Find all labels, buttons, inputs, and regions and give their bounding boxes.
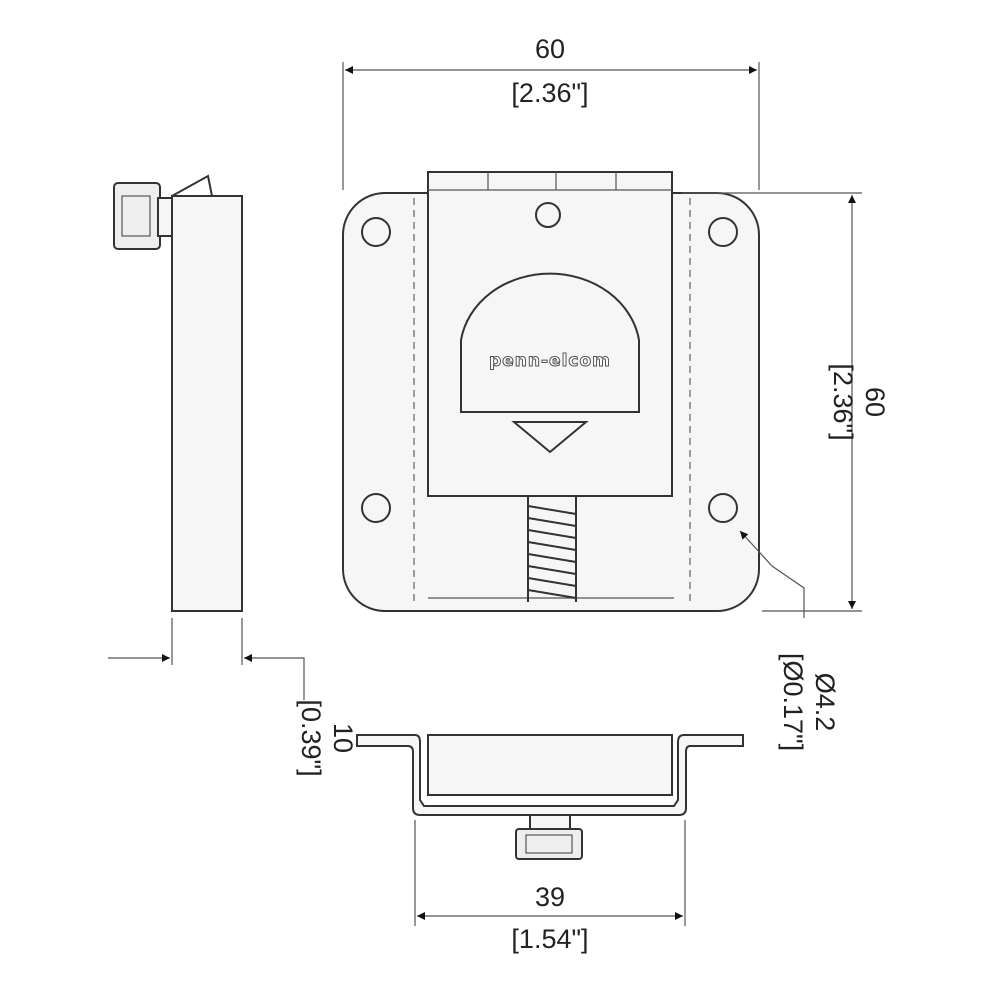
side-latch-tab bbox=[171, 174, 213, 197]
side-thickness-inch: [0.39"] bbox=[296, 699, 326, 776]
logo-text: penn-elcom bbox=[489, 351, 611, 371]
spring bbox=[527, 496, 577, 602]
bottom-width-inch: [1.54"] bbox=[511, 924, 588, 954]
right-height-inch: [2.36"] bbox=[828, 363, 858, 440]
mount-hole-top-right bbox=[708, 217, 738, 247]
bottom-latch-body bbox=[427, 734, 673, 796]
side-screw-thread bbox=[157, 197, 173, 237]
side-view: 10 [0.39"] bbox=[108, 174, 358, 777]
side-dim-arrow-right bbox=[244, 654, 305, 700]
push-button bbox=[460, 272, 640, 413]
front-view: penn-elcom 60 [2.36"] 60 [2.36"] Ø4.2 [Ø… bbox=[342, 34, 890, 751]
bottom-profile bbox=[356, 734, 744, 816]
hole-diameter-inch: [Ø0.17"] bbox=[778, 653, 808, 751]
bottom-width-mm: 39 bbox=[535, 882, 565, 912]
hole-leader-line bbox=[739, 530, 805, 618]
bottom-view: 39 [1.54"] bbox=[356, 734, 744, 954]
side-knob-inner bbox=[121, 195, 151, 237]
mount-hole-top-left bbox=[361, 217, 391, 247]
hole-diameter-label: Ø4.2 [Ø0.17"] bbox=[778, 653, 840, 751]
side-body bbox=[171, 195, 243, 612]
mount-hole-bottom-left bbox=[361, 493, 391, 523]
right-height-mm: 60 bbox=[860, 387, 890, 417]
right-height-label: 60 [2.36"] bbox=[828, 363, 890, 440]
bottom-knob bbox=[515, 828, 583, 860]
bottom-knob-inner bbox=[525, 834, 573, 854]
side-thickness-mm: 10 bbox=[328, 723, 358, 753]
top-width-inch: [2.36"] bbox=[511, 78, 588, 108]
bottom-screw-thread bbox=[529, 814, 571, 830]
hole-diameter-mm: Ø4.2 bbox=[810, 673, 840, 732]
side-thickness-label: 10 [0.39"] bbox=[296, 699, 358, 776]
mount-hole-bottom-right bbox=[708, 493, 738, 523]
latch-top-hole bbox=[535, 202, 561, 228]
top-width-mm: 60 bbox=[535, 34, 565, 64]
side-knob bbox=[113, 182, 161, 250]
latch-body bbox=[427, 171, 673, 497]
push-arrow-icon bbox=[511, 421, 589, 454]
